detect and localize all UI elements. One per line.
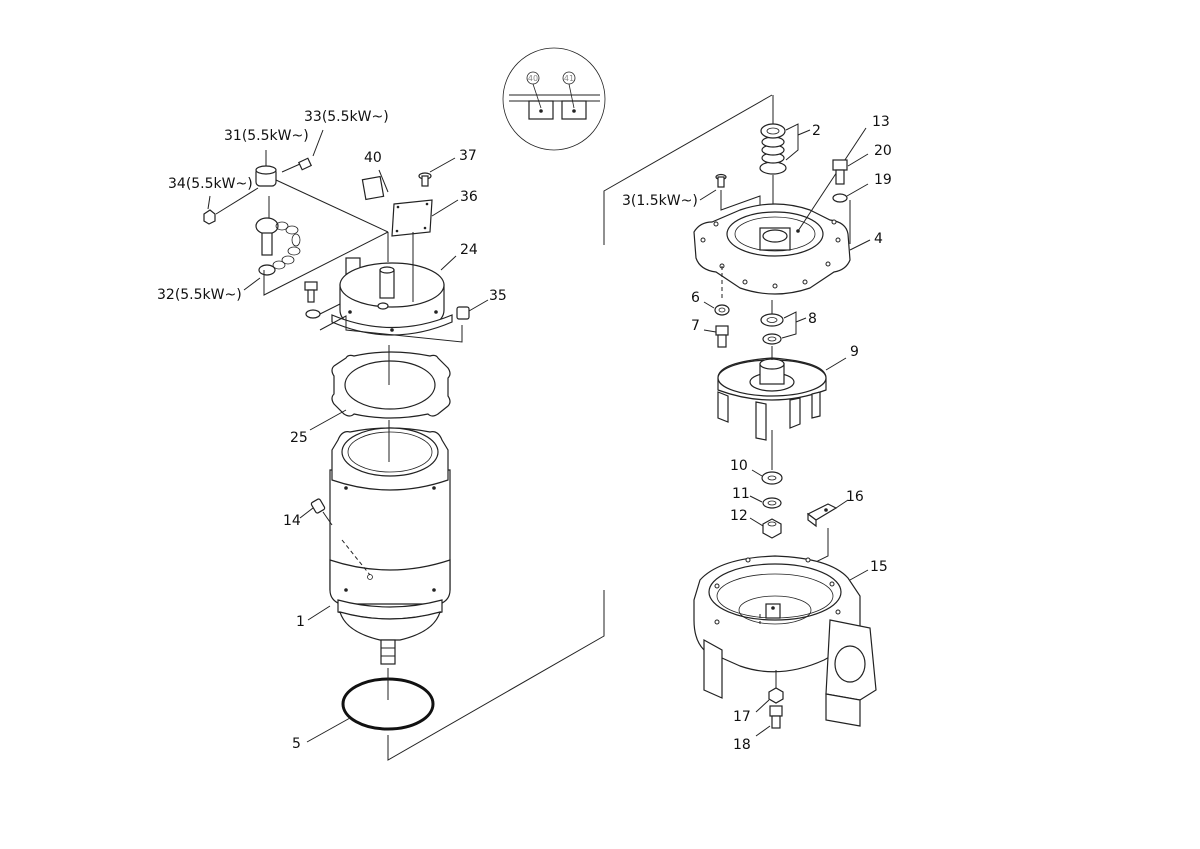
part-19-washer — [832, 183, 869, 244]
label-part-33: 33(5.5kW~) — [304, 109, 389, 125]
inset-label-40: 40 — [528, 74, 538, 83]
label-part-2: 2 — [812, 123, 821, 139]
label-part-25: 25 — [290, 430, 308, 446]
part-5-o-ring — [306, 668, 435, 743]
label-part-4: 4 — [874, 231, 883, 247]
part-12-nut — [749, 517, 782, 539]
label-part-37: 37 — [459, 148, 477, 164]
part-2-mechanical-seal — [759, 95, 811, 215]
cover-bolt-washer — [304, 281, 463, 343]
part-24-top-cover — [331, 232, 457, 336]
part-17-nut — [755, 687, 784, 713]
part-7-bolt — [703, 325, 729, 348]
right-pump-assembly — [693, 95, 877, 737]
left-motor-assembly — [203, 129, 489, 743]
inset-label-41: 41 — [564, 74, 574, 83]
label-part-18: 18 — [733, 737, 751, 753]
label-part-1: 1 — [296, 614, 305, 630]
label-part-12: 12 — [730, 508, 748, 524]
label-part-19: 19 — [874, 172, 892, 188]
part-35-plug — [456, 299, 489, 320]
label-part-3: 3(1.5kW~) — [622, 193, 698, 209]
label-part-9: 9 — [850, 344, 859, 360]
part-31-to-34-chain-fasteners — [203, 129, 389, 296]
part-15-pump-casing — [693, 555, 877, 727]
part-20-bolt — [832, 153, 869, 185]
part-11-spring-washer — [749, 495, 782, 509]
label-part-6: 6 — [691, 290, 700, 306]
label-part-5: 5 — [292, 736, 301, 752]
part-36-nameplate — [391, 199, 459, 237]
part-14-plug — [299, 498, 333, 526]
part-18-bolt — [755, 705, 783, 737]
part-40-cable — [345, 169, 389, 275]
label-part-32: 32(5.5kW~) — [157, 287, 242, 303]
part-labels: 33(5.5kW~) 31(5.5kW~) 34(5.5kW~) 32(5.5k… — [157, 109, 892, 753]
part-37-screw — [418, 157, 456, 187]
label-part-31: 31(5.5kW~) — [224, 128, 309, 144]
label-part-13: 13 — [872, 114, 890, 130]
label-part-24: 24 — [460, 242, 478, 258]
assembly-connector-lines — [387, 94, 773, 761]
label-part-17: 17 — [733, 709, 751, 725]
part-1-motor-housing — [307, 420, 451, 665]
inset-detail: 40 41 — [502, 47, 606, 151]
label-part-16: 16 — [846, 489, 864, 505]
label-part-10: 10 — [730, 458, 748, 474]
part-4-bracket — [693, 127, 871, 300]
label-part-35: 35 — [489, 288, 507, 304]
label-part-11: 11 — [732, 486, 750, 502]
part-10-washer — [751, 469, 783, 485]
part-6-washer — [703, 301, 730, 316]
label-part-40: 40 — [364, 150, 382, 166]
label-part-15: 15 — [870, 559, 888, 575]
label-part-20: 20 — [874, 143, 892, 159]
label-part-34: 34(5.5kW~) — [168, 176, 253, 192]
part-8-washers — [760, 300, 807, 345]
label-part-8: 8 — [808, 311, 817, 327]
label-part-14: 14 — [283, 513, 301, 529]
part-25-gasket — [309, 345, 451, 431]
label-part-36: 36 — [460, 189, 478, 205]
part-9-impeller — [717, 346, 847, 470]
part-3-screw — [699, 173, 761, 211]
label-part-7: 7 — [691, 318, 700, 334]
